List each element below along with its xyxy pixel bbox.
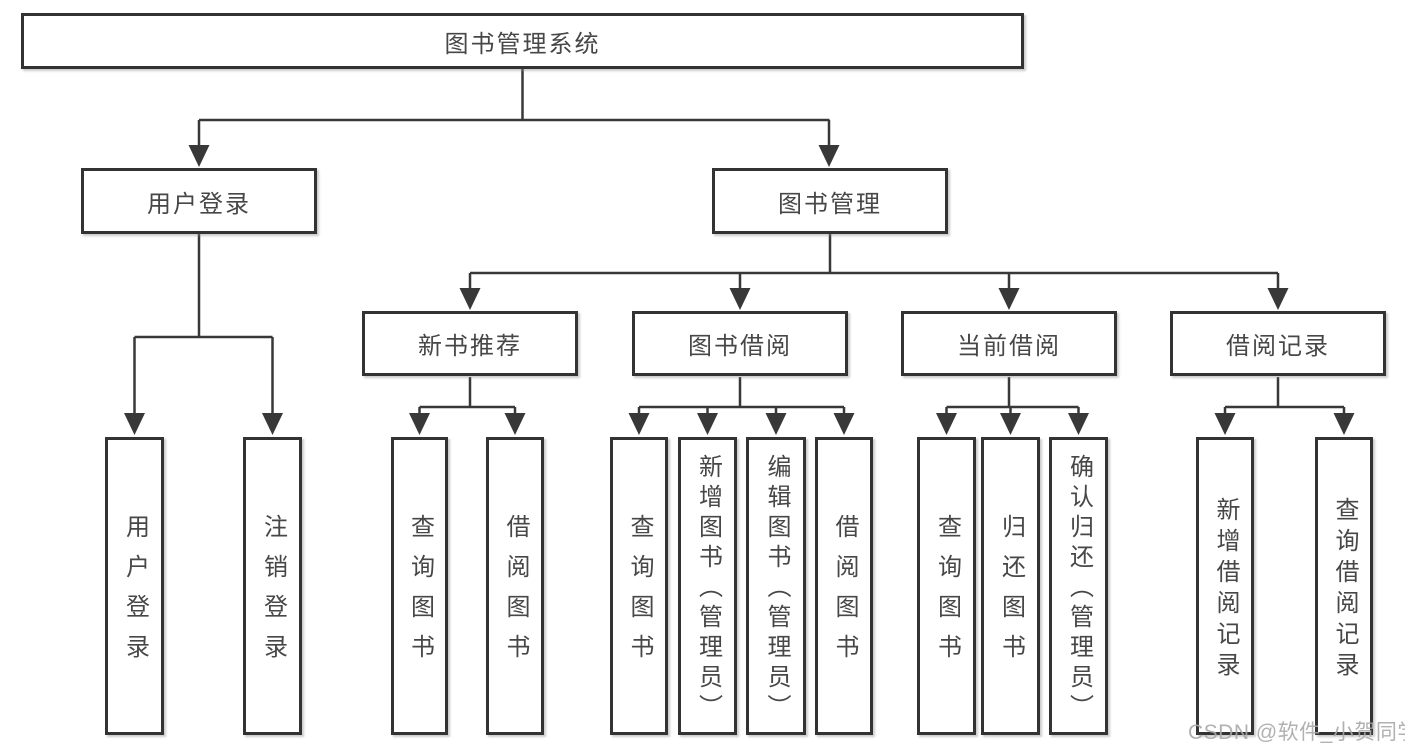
leaf-query-borrow-record: 查询借阅记录 (1315, 437, 1373, 735)
node-current-borrow: 当前借阅 (901, 311, 1117, 376)
leaf-query-books-2: 查询图书 (610, 437, 668, 735)
leaf-query-books-2-label: 查询图书 (626, 514, 653, 674)
leaf-borrow-books-1: 借阅图书 (486, 437, 544, 735)
node-book-borrow-label: 图书借阅 (688, 333, 792, 360)
leaf-confirm-return-admin-label: 确认归还（管理员） (1065, 454, 1093, 724)
node-book-management: 图书管理 (712, 168, 948, 234)
connector-root (197, 69, 831, 146)
arrowhead-leaf-logout (262, 413, 283, 435)
branch-book-borrow-children (628, 377, 855, 435)
leaf-logout-login: 注销登录 (243, 437, 302, 735)
branch-borrow-records-children (1214, 377, 1355, 435)
arrowhead-leaf-edit-book (765, 413, 787, 435)
arrowhead-leaf-borrow-books-1 (504, 413, 526, 435)
leaf-edit-book-admin: 编辑图书（管理员） (746, 437, 806, 735)
node-user-login: 用户登录 (81, 168, 317, 234)
arrowhead-leaf-user-login (124, 413, 145, 435)
node-borrow-records: 借阅记录 (1170, 311, 1386, 376)
arrowhead-user-login (188, 145, 210, 167)
branch-book-management-children (459, 234, 1289, 310)
leaf-query-books-3: 查询图书 (917, 437, 976, 735)
leaf-user-login: 用户登录 (105, 437, 164, 735)
leaf-query-books-1: 查询图书 (391, 437, 448, 735)
branch-root-to-level2 (188, 69, 840, 167)
arrowhead-current-borrow (998, 288, 1020, 310)
node-user-login-label: 用户登录 (147, 190, 251, 218)
node-book-borrow: 图书借阅 (632, 311, 848, 376)
leaf-add-borrow-record: 新增借阅记录 (1196, 437, 1254, 735)
node-book-management-label: 图书管理 (778, 190, 882, 218)
leaf-logout-login-label: 注销登录 (259, 514, 287, 674)
leaf-return-book-label: 归还图书 (997, 514, 1025, 674)
connector-book-borrow (637, 377, 846, 414)
leaf-add-borrow-record-label: 新增借阅记录 (1212, 496, 1239, 683)
node-current-borrow-label: 当前借阅 (957, 333, 1061, 360)
arrowhead-new-book-recommend (459, 288, 481, 310)
connector-new-book-recommend (418, 377, 517, 414)
node-root-label: 图书管理系统 (444, 30, 601, 58)
arrowhead-book-management (818, 145, 840, 167)
arrowhead-leaf-borrow-books-2 (833, 413, 855, 435)
connector-book-management (468, 234, 1280, 289)
leaf-query-books-1-label: 查询图书 (406, 514, 434, 674)
arrowhead-book-borrow (729, 288, 751, 310)
leaf-borrow-books-1-label: 借阅图书 (502, 514, 529, 674)
node-new-book-recommend-label: 新书推荐 (418, 333, 522, 360)
arrowhead-borrow-records (1267, 288, 1289, 310)
arrowhead-leaf-confirm-return (1068, 413, 1089, 435)
arrowhead-leaf-query-books-3 (936, 413, 957, 435)
connector-current-borrow (945, 377, 1080, 414)
connector-borrow-records (1223, 377, 1346, 414)
leaf-query-borrow-record-label: 查询借阅记录 (1331, 496, 1358, 683)
leaf-borrow-books-2: 借阅图书 (815, 437, 873, 735)
leaf-add-book-admin: 新增图书（管理员） (678, 437, 737, 735)
csdn-watermark: CSDN @软件_小贺同学 (1188, 721, 1405, 744)
node-borrow-records-label: 借阅记录 (1226, 333, 1330, 360)
arrowhead-leaf-add-borrow-record (1214, 413, 1236, 435)
leaf-edit-book-admin-label: 编辑图书（管理员） (763, 454, 790, 724)
connector-user-login (133, 234, 274, 414)
leaf-user-login-label: 用户登录 (121, 514, 149, 674)
leaf-borrow-books-2-label: 借阅图书 (831, 514, 858, 674)
arrowhead-leaf-add-book (697, 413, 718, 435)
leaf-confirm-return-admin: 确认归还（管理员） (1049, 437, 1108, 735)
arrowhead-leaf-query-books-1 (409, 413, 430, 435)
arrowhead-leaf-query-books-2 (628, 413, 650, 435)
leaf-return-book: 归还图书 (981, 437, 1040, 735)
branch-new-book-recommend-children (409, 377, 526, 435)
leaf-add-book-admin-label: 新增图书（管理员） (694, 454, 722, 724)
node-new-book-recommend: 新书推荐 (362, 311, 578, 376)
node-root-system: 图书管理系统 (21, 13, 1024, 69)
arrowhead-leaf-return-book (1000, 413, 1021, 435)
branch-user-login-children (124, 234, 283, 435)
leaf-query-books-3-label: 查询图书 (933, 514, 961, 674)
branch-current-borrow-children (936, 377, 1089, 435)
arrowhead-leaf-query-borrow-record (1333, 413, 1355, 435)
